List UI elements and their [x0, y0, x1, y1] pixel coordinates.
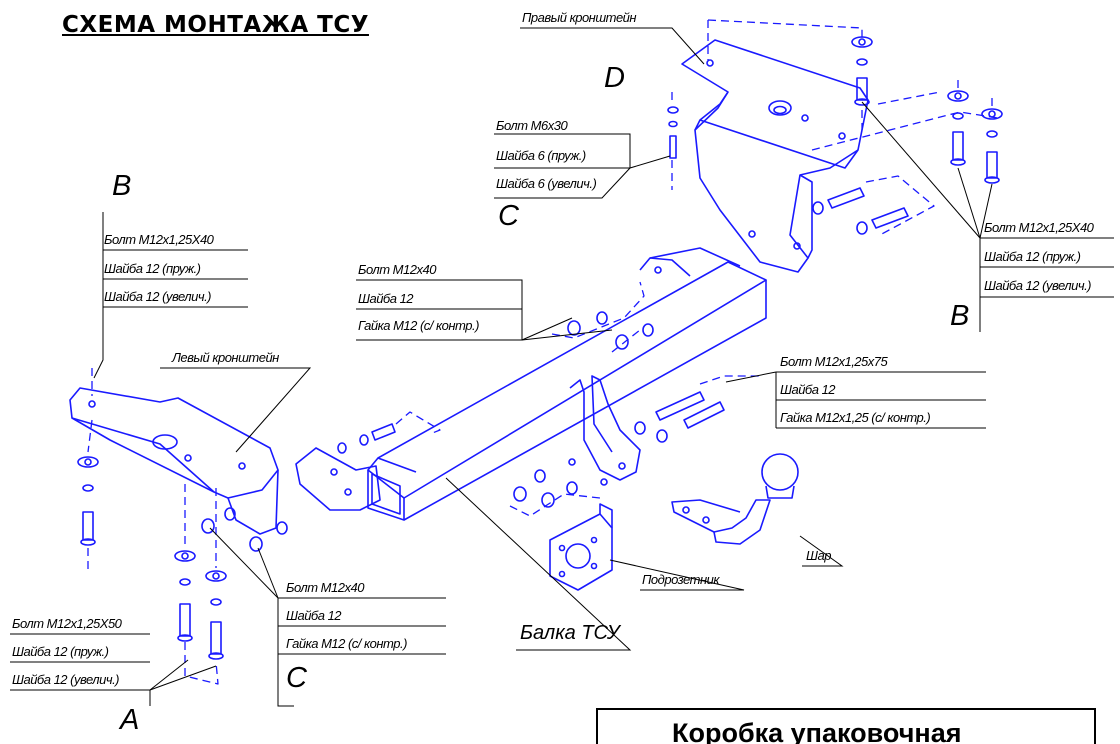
callout-center-item: Гайка М12х1,25 (с/ контр.): [780, 410, 931, 425]
ball-hitch-drawing: [671, 453, 799, 545]
letter-c-top: C: [498, 200, 519, 232]
letter-c-bottom: C: [286, 662, 307, 694]
callout-d-item: Шайба 6 (увелич.): [496, 176, 597, 191]
technical-drawing: [69, 19, 1003, 685]
tow-beam-drawing: [367, 247, 767, 521]
callout-center-item: Шайба 12: [780, 382, 836, 397]
socket-plate-drawing: [549, 503, 613, 591]
letter-b-left: B: [112, 170, 132, 202]
callout-a-item: Шайба 12 (увелич.): [12, 672, 120, 687]
right-bracket-fasteners: [667, 36, 1003, 184]
callout-c-bottom-item: Болт М12х40: [286, 580, 364, 595]
dashed-assembly-lines: [87, 19, 999, 685]
letter-d: D: [604, 62, 625, 94]
diagram-title: СХЕМА МОНТАЖА ТСУ: [62, 12, 369, 38]
packing-box-frame: [596, 708, 1096, 744]
beam-label: Балка ТСУ: [520, 622, 620, 644]
socket-label: Подрозетник: [642, 572, 719, 587]
right-bracket-drawing: [681, 39, 869, 273]
c-top-fasteners: [567, 311, 654, 350]
callout-b-left-item: Шайба 12 (пруж.): [104, 261, 201, 276]
callout-d-item: Болт М6х30: [496, 118, 568, 133]
callout-a-item: Болт М12х1,25Х50: [12, 616, 122, 631]
callout-b-left-item: Шайба 12 (увелич.): [104, 289, 212, 304]
callout-c-bottom-item: Шайба 12: [286, 608, 342, 623]
left-bracket-label: Левый кронштейн: [172, 350, 279, 365]
left-bracket-fasteners: [77, 423, 396, 660]
callout-b-left-item: Болт М12х1,25Х40: [104, 232, 214, 247]
callout-c-bottom-item: Гайка М12 (с/ контр.): [286, 636, 407, 651]
callout-c-top-item: Шайба 12: [358, 291, 414, 306]
callout-c-top-item: Болт М12х40: [358, 262, 436, 277]
callout-c-top-item: Гайка М12 (с/ контр.): [358, 318, 479, 333]
right-bracket-label: Правый кронштейн: [522, 10, 637, 25]
ball-label: Шар: [806, 548, 831, 563]
letter-b-right: B: [950, 300, 970, 332]
leader-lines: [10, 27, 1114, 707]
callout-b-right-item: Шайба 12 (увелич.): [984, 278, 1092, 293]
hitch-plate-drawing: [513, 375, 725, 508]
left-bracket-drawing: [69, 387, 381, 535]
callout-b-right-item: Болт М12х1,25Х40: [984, 220, 1094, 235]
callout-center-item: Болт М12х1,25х75: [780, 354, 888, 369]
callout-b-right-item: Шайба 12 (пруж.): [984, 249, 1081, 264]
side-bolts-right: [812, 187, 909, 235]
callout-a-item: Шайба 12 (пруж.): [12, 644, 109, 659]
letter-a: A: [120, 704, 140, 736]
packing-box-title: Коробка упаковочная: [672, 718, 962, 744]
callout-d-item: Шайба 6 (пруж.): [496, 148, 586, 163]
